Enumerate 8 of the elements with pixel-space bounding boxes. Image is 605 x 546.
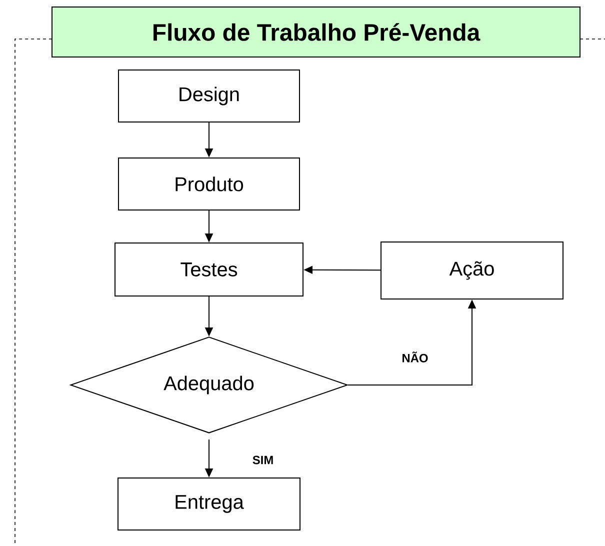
title-box: Fluxo de Trabalho Pré-Venda: [52, 6, 580, 58]
process-box: Ação: [380, 242, 564, 300]
process-box: Testes: [114, 242, 304, 296]
process-box: Entrega: [118, 478, 300, 530]
process-box: Produto: [118, 158, 300, 210]
edge-label: SIM: [251, 454, 275, 466]
edge-label: NÃO: [400, 350, 430, 364]
process-box: Design: [118, 70, 300, 122]
